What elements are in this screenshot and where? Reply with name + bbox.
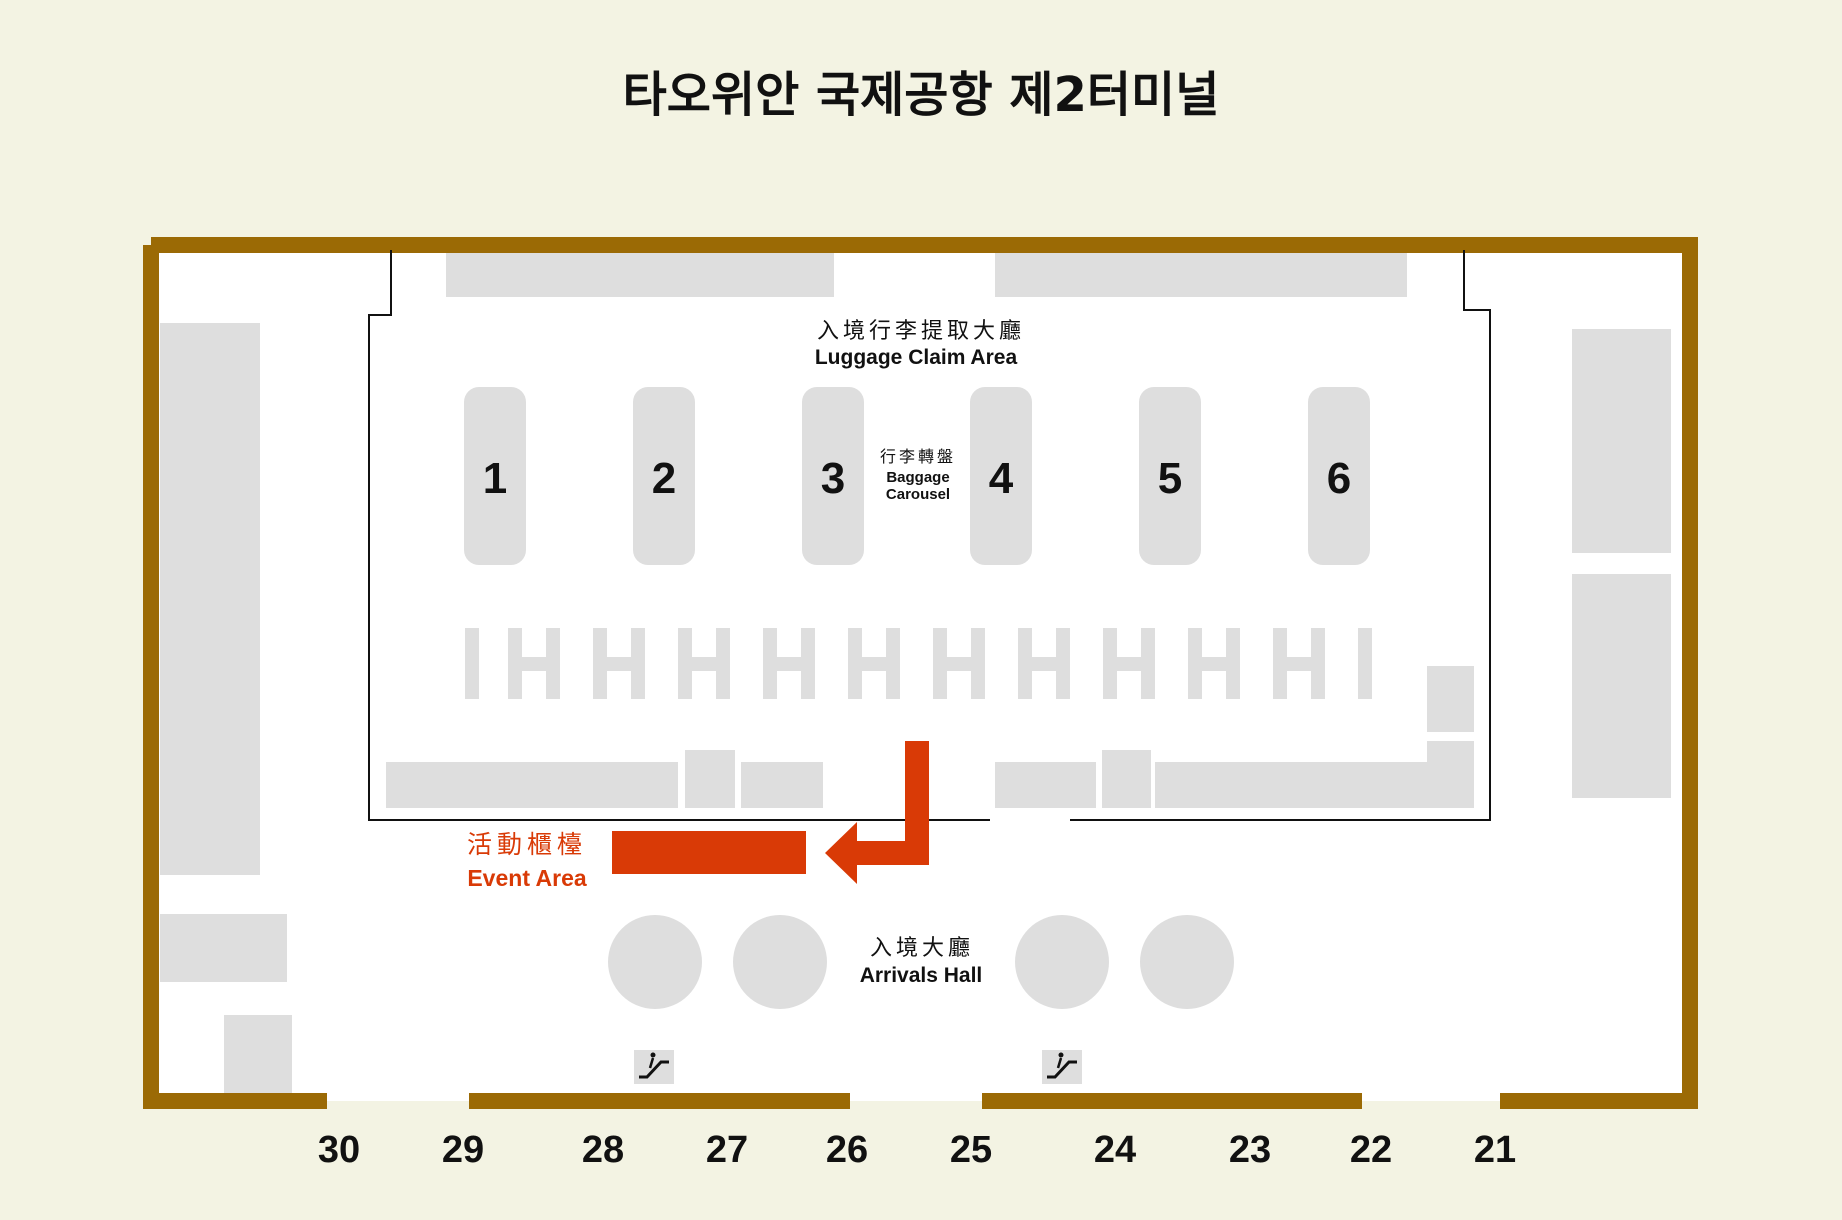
barrier-h: [763, 628, 815, 699]
round-kiosk: [608, 915, 702, 1009]
gate-numbers: 30 29 28 27 26 25 24 23 22 21: [318, 1129, 1516, 1171]
barrier-h: [1103, 628, 1155, 699]
counter-block: [1427, 666, 1474, 732]
gate-number: 30: [318, 1129, 360, 1171]
counter-block: [386, 762, 678, 808]
top-block: [995, 253, 1407, 297]
event-area-label-en: Event Area: [467, 865, 587, 891]
right-side-block: [1572, 574, 1671, 798]
barrier-h: [848, 628, 900, 699]
gate-number: 26: [826, 1129, 868, 1171]
carousel-1: 1: [464, 387, 526, 565]
escalator-icon: [634, 1050, 674, 1084]
carousel-number: 1: [483, 454, 507, 503]
carousel-number: 2: [652, 454, 676, 503]
bottom-wall-segment: [1500, 1093, 1698, 1109]
carousel-2: 2: [633, 387, 695, 565]
gate-number: 24: [1094, 1129, 1136, 1171]
barrier-h: [508, 628, 560, 699]
arrivals-hall-label-en: Arrivals Hall: [860, 964, 983, 987]
counter-block: [1155, 762, 1474, 808]
right-side-block: [1572, 329, 1671, 553]
barrier-h: [1188, 628, 1240, 699]
bottom-wall-segment: [143, 1093, 327, 1109]
bottom-wall-segment: [982, 1093, 1362, 1109]
carousel-number: 3: [821, 454, 845, 503]
carousel-label-zh: 行李轉盤: [880, 447, 956, 466]
event-area-label-zh: 活動櫃檯: [467, 830, 587, 859]
counter-block: [1427, 741, 1474, 808]
map-title: 타오위안 국제공항 제2터미널: [622, 67, 1220, 123]
gate-number: 22: [1350, 1129, 1392, 1171]
carousel-4: 4: [970, 387, 1032, 565]
counter-block: [685, 750, 735, 808]
counter-block: [995, 762, 1096, 808]
barrier-h: [678, 628, 730, 699]
carousel-number: 4: [989, 454, 1014, 503]
gate-number: 25: [950, 1129, 992, 1171]
barrier-post: [465, 628, 479, 699]
barrier-row: [465, 628, 1372, 699]
barrier-post: [1358, 628, 1372, 699]
round-kiosk: [1140, 915, 1234, 1009]
carousel-5: 5: [1139, 387, 1201, 565]
top-block: [446, 253, 834, 297]
event-area-block: [612, 831, 806, 874]
carousel-number: 5: [1158, 454, 1182, 503]
carousel-label-en-line2: Carousel: [886, 486, 950, 503]
carousel-group: 1 2 3 4 5 6: [464, 387, 1370, 565]
gate-number: 23: [1229, 1129, 1271, 1171]
gate-number: 29: [442, 1129, 484, 1171]
claim-hall-wall-left: [368, 250, 1058, 821]
gate-number: 21: [1474, 1129, 1516, 1171]
left-small-block: [224, 1015, 292, 1093]
carousel-6: 6: [1308, 387, 1370, 565]
claim-hall-exit: [990, 814, 1070, 826]
left-small-block: [160, 914, 287, 982]
luggage-claim-label-zh: 入境行李提取大廳: [817, 319, 1025, 344]
bottom-wall-segment: [469, 1093, 850, 1109]
luggage-claim-label-en: Luggage Claim Area: [815, 346, 1018, 369]
carousel-label-en-line1: Baggage: [886, 469, 949, 486]
barrier-h: [593, 628, 645, 699]
counter-block: [1102, 750, 1151, 808]
gate-number: 28: [582, 1129, 624, 1171]
barrier-h: [1018, 628, 1070, 699]
round-kiosk: [733, 915, 827, 1009]
round-kiosk: [1015, 915, 1109, 1009]
route-arrow: [825, 741, 929, 884]
escalator-icon: [1042, 1050, 1082, 1084]
barrier-h: [933, 628, 985, 699]
carousel-number: 6: [1327, 454, 1351, 503]
claim-hall-wall-right: [990, 250, 1491, 821]
arrivals-hall-label-zh: 入境大廳: [870, 936, 974, 961]
outer-wall-top-right: [151, 237, 1698, 1101]
carousel-3: 3: [802, 387, 864, 565]
left-side-block: [160, 323, 260, 875]
barrier-h: [1273, 628, 1325, 699]
counter-block: [741, 762, 823, 808]
gate-number: 27: [706, 1129, 748, 1171]
